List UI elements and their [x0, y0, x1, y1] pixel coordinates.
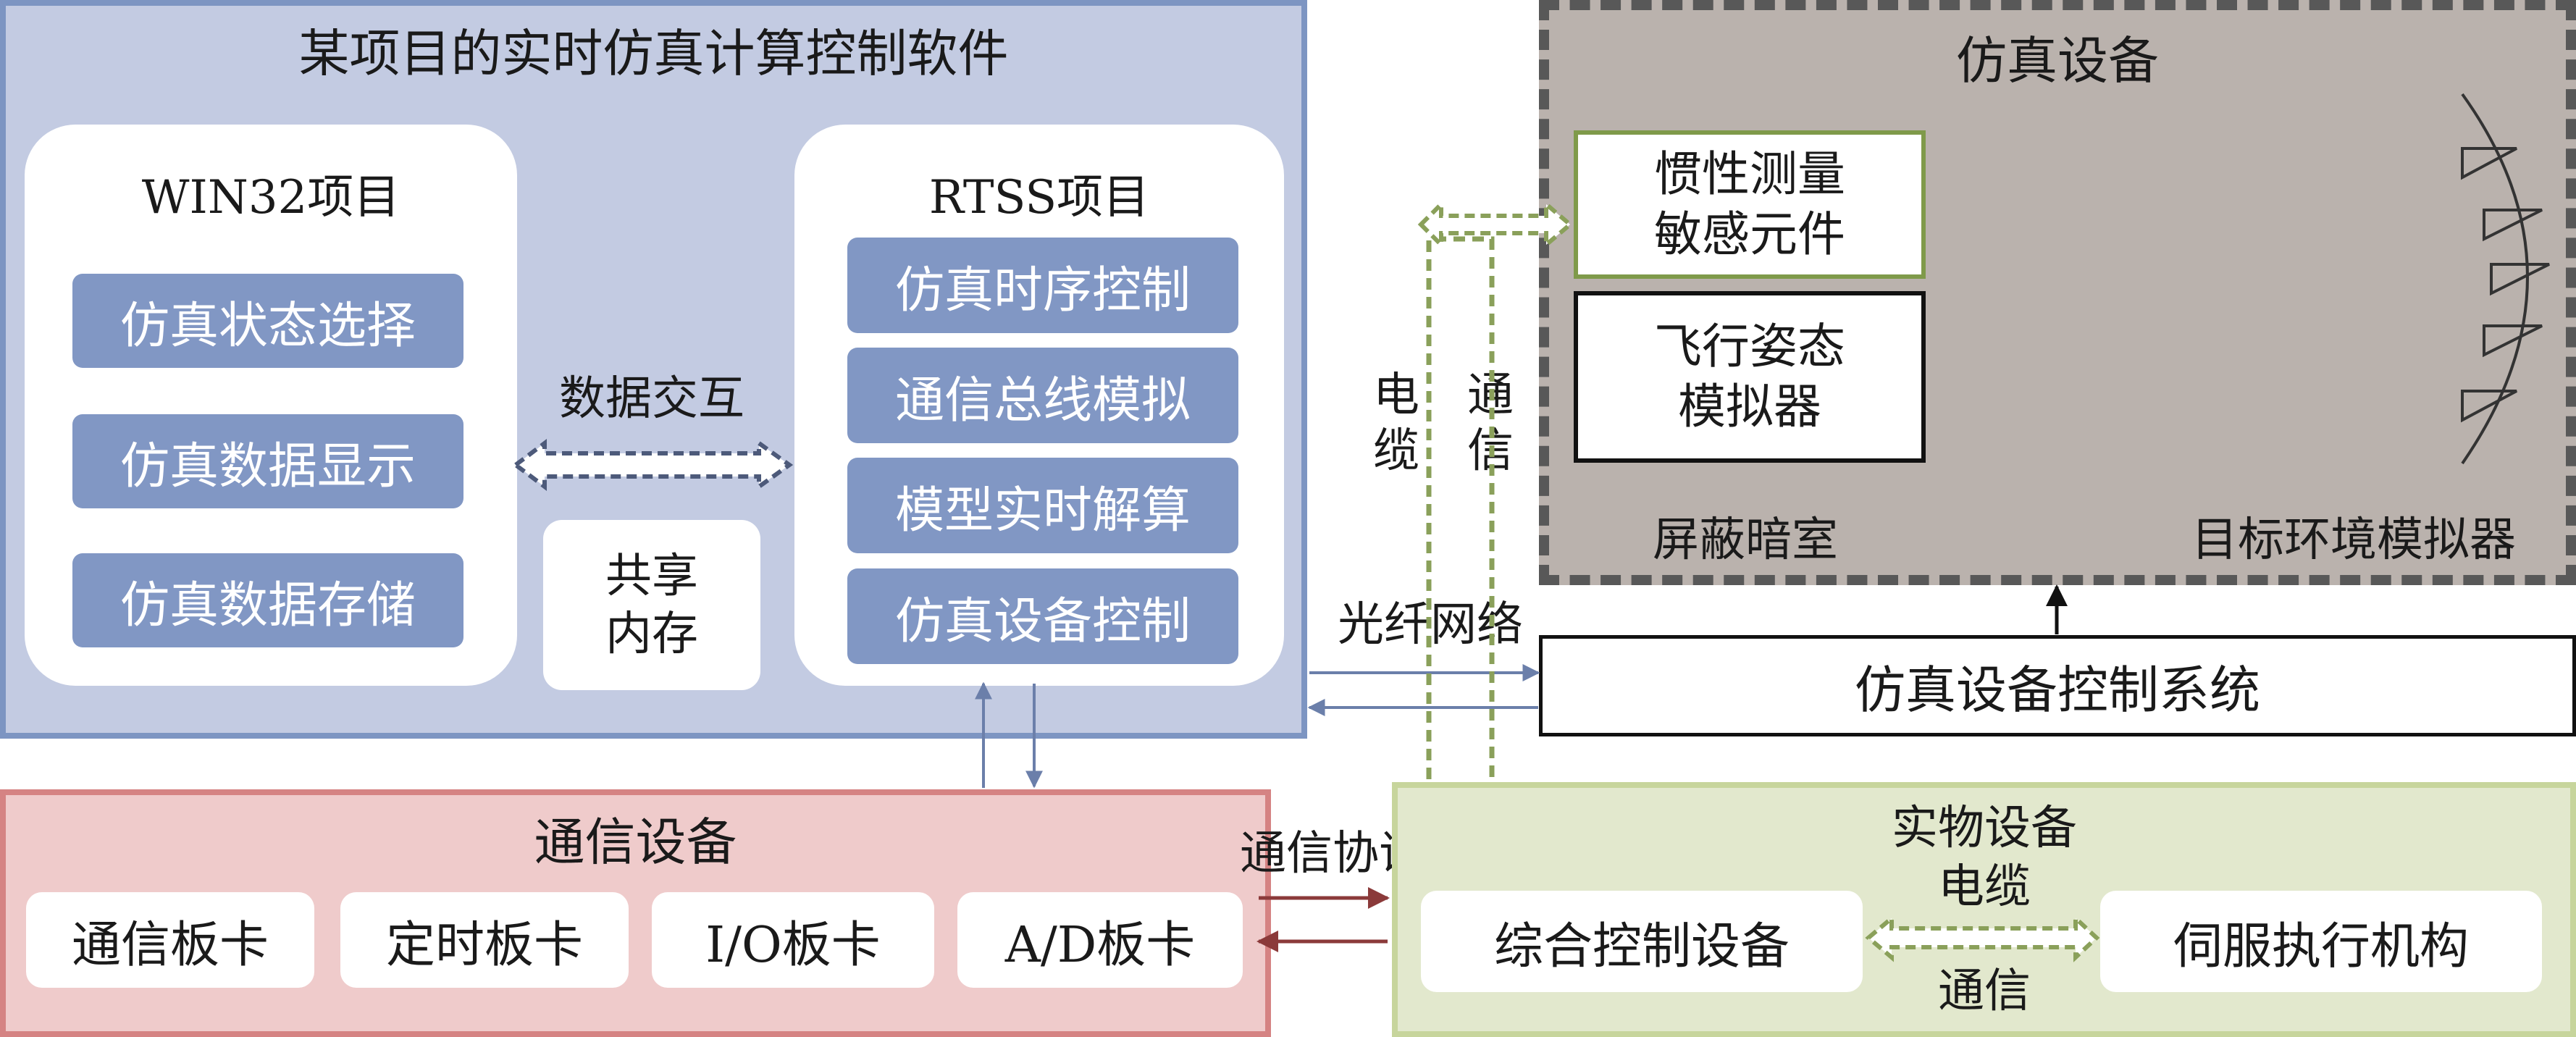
rtss-item: 仿真时序控制 — [847, 238, 1238, 333]
rtss-item: 通信总线模拟 — [847, 348, 1238, 443]
comm-card: 通信板卡 — [26, 892, 314, 988]
cable-label: 电 缆 — [1373, 369, 1419, 478]
comm-equipment-title: 通信设备 — [534, 812, 737, 872]
target-env-label: 目标环境模拟器 — [2191, 513, 2516, 567]
physical-cable-label: 电缆 — [1938, 860, 2031, 914]
rtss-item: 仿真设备控制 — [847, 568, 1238, 664]
physical-dots: ··· — [1963, 909, 2005, 960]
fiber-network-label: 光纤网络 — [1338, 598, 1523, 652]
rtss-item: 模型实时解算 — [847, 458, 1238, 553]
imu-box: 惯性测量 敏感元件 — [1574, 130, 1926, 279]
physical-comm-label: 通信 — [1938, 965, 2031, 1018]
comm-label: 通 信 — [1467, 369, 1514, 478]
win32-item: 仿真状态选择 — [72, 274, 463, 368]
flight-attitude-box: 飞行姿态 模拟器 — [1574, 291, 1926, 463]
software-title: 某项目的实时仿真计算控制软件 — [298, 23, 1009, 83]
comm-card: 定时板卡 — [340, 892, 629, 988]
sim-equipment-title: 仿真设备 — [1956, 30, 2159, 91]
data-exchange-label: 数据交互 — [559, 372, 744, 426]
servo-actuator-box: 伺服执行机构 — [2100, 891, 2542, 992]
cable-comm-path — [1426, 236, 1495, 779]
shielded-room-label: 屏蔽暗室 — [1653, 513, 1838, 567]
shared-memory-box: 共享 内存 — [543, 520, 760, 690]
comm-card: I/O板卡 — [652, 892, 934, 988]
win32-title: WIN32项目 — [141, 171, 400, 224]
control-system-box: 仿真设备控制系统 — [1539, 635, 2576, 736]
integrated-control-box: 综合控制设备 — [1421, 891, 1863, 992]
physical-equipment-title: 实物设备 — [1892, 801, 2077, 855]
comm-card: A/D板卡 — [957, 892, 1243, 988]
rtss-title: RTSS项目 — [928, 171, 1150, 224]
win32-item: 仿真数据显示 — [72, 414, 463, 508]
win32-item: 仿真数据存储 — [72, 553, 463, 647]
